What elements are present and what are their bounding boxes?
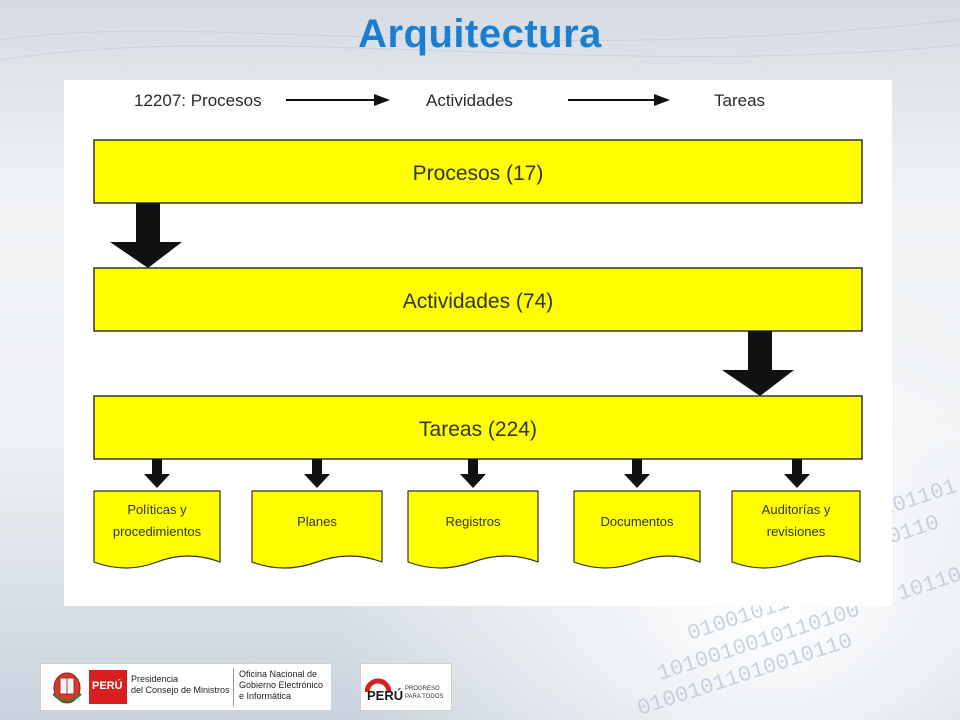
bar-procesos-label: Procesos (17) [413,162,544,185]
document-auditorias-line2: revisiones [767,524,826,539]
document-politicas-line1: Políticas y [127,502,187,517]
ongei-text: Oficina Nacional de Gobierno Electrónico… [239,669,324,701]
flow-label-procesos: 12207: Procesos [134,91,262,110]
peru-progreso-logo: PERÚ PROGRESO PARA TODOS [360,663,452,711]
flow-label-tareas: Tareas [714,91,765,110]
bar-procesos [93,139,863,204]
document-registros-label: Registros [446,514,501,529]
document-auditorias-line1: Auditorías y [762,502,831,517]
document-politicas-line2: procedimientos [113,524,202,539]
progreso-sub-1: PROGRESO [405,686,440,692]
footer-logos: PERÚ Presidencia del Consejo de Ministro… [0,655,960,720]
flow-arrow-2 [568,94,670,106]
bar-tareas-label: Tareas (224) [419,418,537,441]
document-registros [407,490,539,569]
down-arrow-procesos [110,203,182,268]
flow-label-actividades: Actividades [426,91,513,110]
document-auditorias [731,490,861,569]
small-arrow-1 [144,459,170,488]
government-logo: PERÚ Presidencia del Consejo de Ministro… [40,663,332,711]
document-planes-label: Planes [297,514,337,529]
document-planes [251,490,383,569]
flow-arrow-1 [286,94,390,106]
bar-actividades [93,267,863,332]
document-documentos [573,490,701,569]
small-arrow-4 [624,459,650,488]
small-arrow-2 [304,459,330,488]
small-arrow-5 [784,459,810,488]
progreso-arc-icon [365,678,391,693]
small-arrow-3 [460,459,486,488]
progreso-sub-2: PARA TODOS [405,694,444,700]
svg-text:10110: 10110 [894,562,960,606]
architecture-diagram: 12207: Procesos Actividades Tareas Proce… [64,80,892,606]
bar-actividades-label: Actividades (74) [403,290,554,313]
small-arrows [144,459,810,488]
down-arrow-actividades [722,331,794,396]
peru-badge: PERÚ [89,670,127,704]
progreso-main-text: PERÚ [367,688,404,703]
document-politicas [93,490,221,569]
pcm-text: Presidencia del Consejo de Ministros [131,674,230,695]
document-documentos-label: Documentos [601,514,674,529]
coat-of-arms-icon [52,672,82,704]
slide-title: Arquitectura [358,12,602,56]
